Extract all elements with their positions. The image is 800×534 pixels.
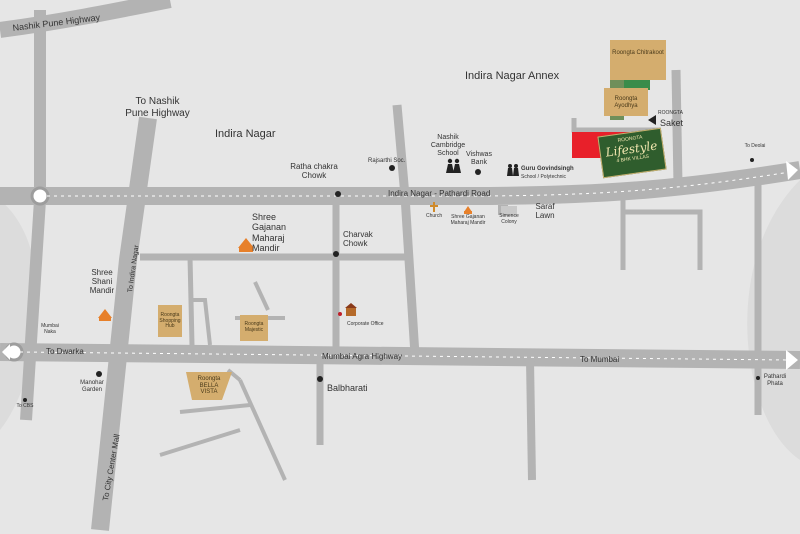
dot-rajsarthi	[389, 165, 395, 171]
road-saket	[671, 69, 683, 186]
road-inner-7	[238, 379, 287, 481]
label-to-mumbai: To Mumbai	[580, 355, 620, 364]
block-shopping-hub	[158, 305, 182, 337]
road-inner-3	[253, 281, 270, 311]
school-children-icon	[446, 158, 461, 173]
label-roongta-ayodhya: Roongta Ayodhya	[614, 96, 638, 109]
arrow-saket-icon	[648, 115, 656, 125]
label-to-nashik-pune-highway: To Nashik Pune Highway	[125, 96, 190, 119]
church-icon	[430, 202, 438, 212]
road-nashik-pune-highway	[0, 0, 172, 38]
label-to-dwarka: To Dwarka	[46, 347, 84, 356]
label-ratha-chakra-chowk: Ratha chakra Chowk	[290, 162, 338, 181]
temple-icon-shani	[98, 309, 112, 321]
road-rajsarthi-vertical	[392, 104, 420, 356]
dot-pathardi-phata	[756, 376, 760, 380]
arrow-mumbai-icon	[786, 350, 798, 370]
block-bella-vista	[186, 372, 232, 400]
label-shree-gajanan-maharaj-mandir: Shree Gajanan Maharaj Mandir	[252, 212, 287, 254]
dot-charvak	[333, 251, 339, 257]
label-vishwas-bank: Vishwas Bank	[466, 151, 492, 167]
road-saket-loop	[571, 118, 660, 133]
dot-deolai	[750, 158, 754, 162]
label-indira-nagar-pathardi-road: Indira Nagar - Pathardi Road	[388, 189, 491, 198]
temple-icon	[238, 238, 254, 252]
area-indira-nagar: Indira Nagar	[215, 128, 276, 140]
polytechnic-icon	[507, 164, 519, 176]
temple-icon-small	[464, 206, 472, 214]
label-roongta-chitrakoot: Roongta Chitrakoot	[612, 50, 664, 56]
label-shree-gajanan-small: Shree Gajanan Maharaj Mandir	[450, 214, 486, 226]
dot-cbs	[23, 398, 27, 402]
lifestyle-logo: ROONGTA Lifestyle 4 BHK VILLAS	[597, 127, 667, 179]
bg-shape-left	[0, 200, 38, 430]
road-right-inner-2	[623, 209, 703, 270]
block-chitrakoot	[610, 40, 666, 80]
label-roongta-bella-vista: Roongta BELLA VISTA	[197, 376, 221, 396]
dot-balbharati	[317, 376, 323, 382]
label-corporate-office: Corporate Office	[347, 321, 384, 327]
label-saraf-lawn: Saraf Lawn	[535, 202, 555, 221]
label-saket: Saket	[660, 118, 684, 128]
block-simence	[501, 206, 517, 216]
label-school-polytechnic: School / Polytechnic	[521, 174, 567, 180]
road-south-middle	[526, 359, 536, 481]
label-balbharati: Balbharati	[327, 383, 368, 393]
label-charvak-chowk: Charvak Chowk	[343, 230, 373, 249]
area-indira-nagar-annex: Indira Nagar Annex	[465, 70, 560, 82]
centerline-pathardi	[40, 171, 791, 197]
dot-corporate-office	[338, 312, 342, 316]
label-manohar-garden: Manohar Garden	[80, 380, 104, 393]
road-inner-2	[190, 298, 212, 346]
road-inner-5	[179, 403, 251, 414]
block-ayodhya	[604, 88, 648, 116]
label-rajsarthi-soc: Rajsarthi Soc.	[368, 158, 406, 164]
block-ayodhya-green-2	[624, 80, 650, 90]
label-to-cbs: To CBS	[16, 403, 34, 409]
label-shree-shani-mandir: Shree Shani Mandir	[89, 268, 115, 296]
label-church: Church	[426, 213, 443, 219]
block-majestic	[240, 315, 268, 341]
label-roongta-majestic: Roongta Majestic	[244, 321, 264, 333]
corporate-office-icon	[345, 303, 357, 316]
road-city-center	[91, 116, 157, 531]
label-nashik-cambridge-school: Nashik Cambridge School	[430, 134, 466, 158]
centerline-mumbai-agra	[19, 351, 791, 361]
label-mumbai-naka: Mumbai Naka	[41, 323, 59, 335]
road-inner-8	[226, 368, 242, 382]
road-inner-6	[159, 428, 241, 457]
label-to-deolai: To Deolai	[744, 143, 766, 149]
label-pathardi-phata: Pathardi Phata	[763, 374, 787, 387]
dot-manohar	[96, 371, 102, 377]
arrow-dwarka-icon	[2, 344, 10, 360]
dot-vishwas-bank	[475, 169, 481, 175]
label-guru-govindsingh: Guru Govindsingh	[521, 166, 574, 172]
label-simence-colony: Simence Colony	[499, 213, 519, 225]
arrow-deolai-icon	[786, 161, 798, 180]
label-roongta-small: ROONGTA	[658, 110, 683, 116]
label-roongta-shopping-hub: Roongta Shopping Hub	[159, 312, 181, 329]
label-mumbai-agra-highway: Mumbai Agra Highway	[322, 352, 403, 361]
dot-ratha-chakra	[335, 191, 341, 197]
